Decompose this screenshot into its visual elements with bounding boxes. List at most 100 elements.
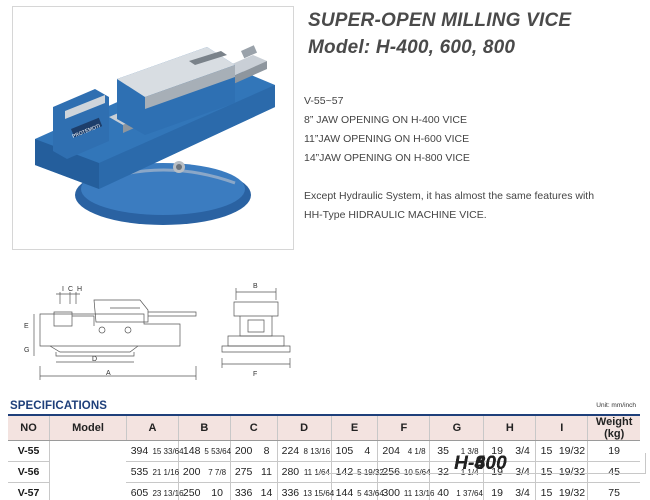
cell-f-mm: 256 xyxy=(377,461,404,483)
cell-h-inch: 3/4 xyxy=(509,440,537,462)
cell-i-inch: 19/32 xyxy=(556,440,589,462)
milling-vice-illustration: PROTEMOTI xyxy=(35,45,275,225)
cell-g-inch: 1 37/64 xyxy=(455,482,485,500)
header-c: C xyxy=(230,416,278,441)
cell-f-inch: 11 13/16 xyxy=(403,482,434,500)
dim-label-h: H xyxy=(77,286,82,293)
cell-d-mm: 336 xyxy=(277,482,304,500)
cell-d-inch: 13 15/64 xyxy=(303,482,334,500)
cell-c-mm: 336 xyxy=(230,482,257,500)
cell-e-mm: 142 xyxy=(331,461,358,483)
cell-no: V-56 xyxy=(8,461,51,483)
cell-d-inch: 8 13/16 xyxy=(303,440,332,462)
cell-b-mm: 250 xyxy=(178,482,205,500)
dim-label-i: I xyxy=(62,286,64,293)
dim-label-g: G xyxy=(24,347,29,354)
cell-e-mm: 144 xyxy=(331,482,358,500)
cell-g-mm: 32 xyxy=(429,461,456,483)
cell-no: V-55 xyxy=(8,440,51,462)
cell-i-mm: 15 xyxy=(535,440,557,462)
cell-e-mm: 105 xyxy=(331,440,358,462)
cell-h-inch: 3/4 xyxy=(509,461,537,483)
brand-badge xyxy=(70,117,103,138)
header-h: H xyxy=(483,416,537,441)
cell-e-inch: 5 19/32 xyxy=(357,461,384,483)
cell-a-inch: 21 1/16 xyxy=(152,461,179,483)
cell-h-mm: 19 xyxy=(483,482,510,500)
cell-c-inch: 8 xyxy=(256,440,278,462)
feature-note-line-1: Except Hydraulic System, it has almost t… xyxy=(304,190,595,202)
side-view-drawing: I C H E G D A xyxy=(20,282,210,386)
cell-f-inch: 10 5/64 xyxy=(403,461,431,483)
cell-a-inch: 23 13/16 xyxy=(152,482,184,500)
cell-d-mm: 280 xyxy=(277,461,304,483)
dim-label-d: D xyxy=(92,356,97,363)
feature-note-line-2: HH-Type HIDRAULIC MACHINE VICE. xyxy=(304,209,487,221)
cell-b-inch: 10 xyxy=(204,482,231,500)
jaw-opening-h600: 11”JAW OPENING ON H-600 VICE xyxy=(304,133,470,145)
cell-b-mm: 148 xyxy=(178,440,205,462)
product-photo: PROTEMOTI xyxy=(12,6,294,250)
unit-note: Unit: mm/inch xyxy=(596,402,636,409)
cell-c-inch: 14 xyxy=(256,482,278,500)
cell-f-inch: 4 1/8 xyxy=(403,440,431,462)
cell-f-mm: 300 xyxy=(377,482,404,500)
table-header-row: NO Model A B C D E F G H I Weight (kg) xyxy=(8,416,640,441)
cell-i-mm: 15 xyxy=(535,482,557,500)
header-f: F xyxy=(377,416,431,441)
cell-h-mm: 19 xyxy=(483,461,510,483)
cell-d-inch: 11 1/64 xyxy=(303,461,332,483)
specifications-table: NO Model A B C D E F G H I Weight (kg) V… xyxy=(8,416,646,500)
jaw-opening-h400: 8” JAW OPENING ON H-400 VICE xyxy=(304,114,467,126)
cell-d-mm: 224 xyxy=(277,440,304,462)
header-d: D xyxy=(277,416,332,441)
product-title: SUPER-OPEN MILLING VICE xyxy=(308,10,572,31)
jaw-opening-h800: 14”JAW OPENING ON H-800 VICE xyxy=(304,152,470,164)
specifications-rule xyxy=(8,414,640,416)
cell-g-inch: 1 3/8 xyxy=(455,440,485,462)
cell-e-inch: 4 xyxy=(357,440,379,462)
cell-i-inch: 19/32 xyxy=(556,461,589,483)
cell-g-inch: 1 1/4 xyxy=(455,461,485,483)
header-no: NO xyxy=(8,416,51,441)
cell-c-inch: 11 xyxy=(256,461,278,483)
cell-no: V-57 xyxy=(8,482,51,500)
header-weight: Weight (kg) xyxy=(587,416,640,441)
cell-weight: 19 xyxy=(587,440,640,462)
header-a: A xyxy=(126,416,179,441)
header-e: E xyxy=(331,416,379,441)
dim-label-f: F xyxy=(253,371,257,378)
cell-b-inch: 7 7/8 xyxy=(204,461,231,483)
header-g: G xyxy=(429,416,485,441)
header-i: I xyxy=(535,416,589,441)
product-description: V-55~57 8” JAW OPENING ON H-400 VICE 11”… xyxy=(304,92,644,225)
specifications-title: SPECIFICATIONS xyxy=(10,400,108,412)
cell-g-mm: 35 xyxy=(429,440,456,462)
cell-b-mm: 200 xyxy=(178,461,205,483)
cell-f-mm: 204 xyxy=(377,440,404,462)
cell-e-inch: 5 43/64 xyxy=(357,482,384,500)
cell-h-mm: 19 xyxy=(483,440,510,462)
dim-label-a: A xyxy=(106,370,111,377)
product-model: Model: H-400, 600, 800 xyxy=(308,37,516,58)
cell-a-mm: 605 xyxy=(126,482,153,500)
cell-i-inch: 19/32 xyxy=(556,482,589,500)
front-view-drawing: B F xyxy=(214,280,298,384)
cell-c-mm: 275 xyxy=(230,461,257,483)
cell-a-inch: 15 33/64 xyxy=(152,440,184,462)
cell-h-inch: 3/4 xyxy=(509,482,537,500)
cell-i-mm: 15 xyxy=(535,461,557,483)
dim-label-c: C xyxy=(68,286,73,293)
series-line: V-55~57 xyxy=(304,95,344,107)
header-model: Model xyxy=(49,416,127,441)
cell-b-inch: 5 53/64 xyxy=(204,440,231,462)
header-b: B xyxy=(178,416,231,441)
cell-g-mm: 40 xyxy=(429,482,456,500)
cell-a-mm: 394 xyxy=(126,440,153,462)
cell-c-mm: 200 xyxy=(230,440,257,462)
cell-a-mm: 535 xyxy=(126,461,153,483)
table-row: V-57 H-800 605 23 13/16 250 10 336 14 33… xyxy=(8,453,646,500)
dim-label-e: E xyxy=(24,323,29,330)
dim-label-b: B xyxy=(253,283,258,290)
cell-model: H-800 xyxy=(316,453,646,474)
